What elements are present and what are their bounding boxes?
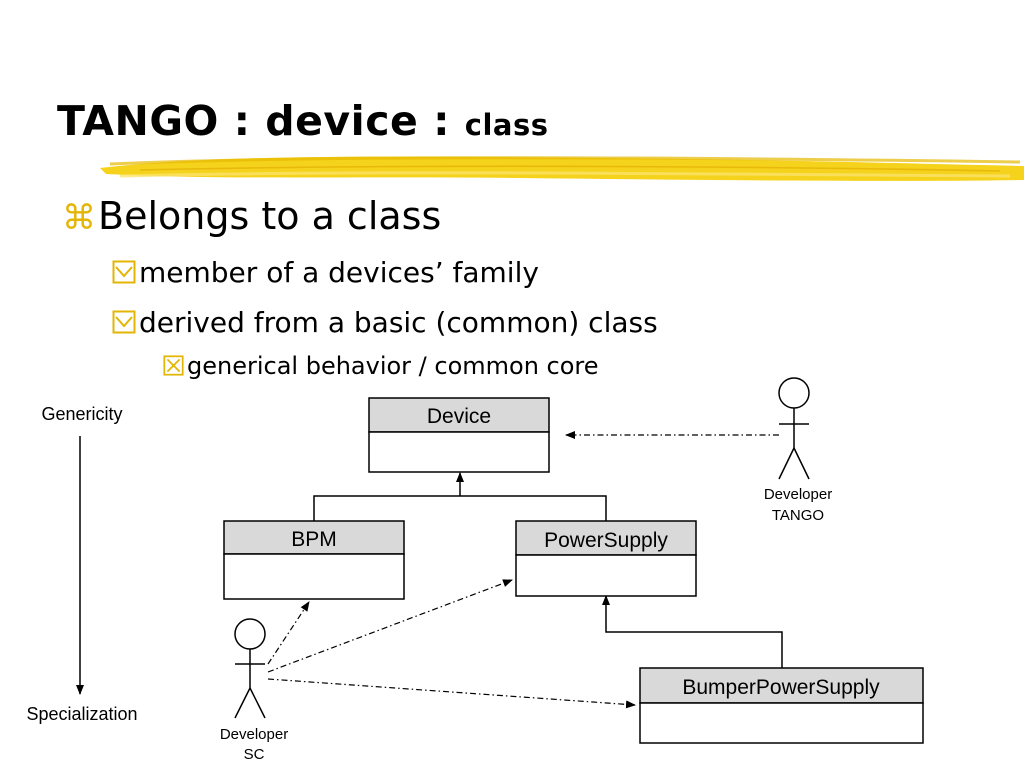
box-x-bullet-icon — [163, 355, 184, 376]
box-check-bullet-icon — [112, 260, 136, 284]
actor-sc-label-line1: Developer — [220, 726, 288, 743]
bullet-level2-text: member of a devices’ family — [139, 256, 539, 289]
class-device-name: Device — [427, 405, 491, 428]
class-bumperpowersupply-name: BumperPowerSupply — [682, 676, 880, 699]
actor-developer-tango-icon — [778, 377, 810, 480]
class-powersupply-name: PowerSupply — [544, 529, 668, 552]
box-check-bullet-icon — [112, 310, 136, 334]
class-bumperpowersupply: BumperPowerSupply — [639, 667, 924, 744]
inheritance-arrow-bumper — [602, 595, 783, 668]
actor-sc-label-line2: SC — [244, 746, 265, 763]
title-class: class — [464, 108, 549, 142]
bullet-level3: generical behavior / common core — [163, 350, 599, 382]
inheritance-line-powersupply — [460, 495, 607, 521]
bullet-level1-text: Belongs to a class — [98, 194, 442, 238]
inheritance-line-bpm — [313, 495, 460, 521]
command-bullet-icon: ⌘ — [62, 198, 96, 238]
actor-developer-sc-icon — [234, 618, 266, 719]
bullet-level2-2: derived from a basic (common) class — [112, 305, 658, 341]
title-main: TANGO : device : — [57, 97, 465, 145]
class-powersupply: PowerSupply — [515, 520, 697, 597]
axis-label-specialization: Specialization — [26, 704, 137, 724]
dependency-arrow-sc-bumper — [267, 678, 636, 709]
class-bpm: BPM — [223, 520, 405, 600]
class-device: Device — [368, 397, 550, 473]
axis-label-genericity: Genericity — [41, 404, 122, 424]
class-bpm-name: BPM — [291, 528, 337, 551]
actor-tango-label-line1: Developer — [764, 486, 832, 503]
bullet-level2-text: derived from a basic (common) class — [139, 306, 658, 339]
slide-title: TANGO : device : class — [57, 96, 549, 150]
actor-tango-label-line2: TANGO — [772, 507, 824, 524]
dependency-arrow-sc-bpm — [267, 601, 310, 665]
bullet-level3-text: generical behavior / common core — [187, 352, 599, 380]
bullet-level1: ⌘Belongs to a class — [62, 192, 441, 242]
bullet-level2-1: member of a devices’ family — [112, 255, 539, 291]
highlight-brush-stroke — [100, 156, 1024, 181]
dependency-arrow-sc-powersupply — [267, 579, 513, 673]
